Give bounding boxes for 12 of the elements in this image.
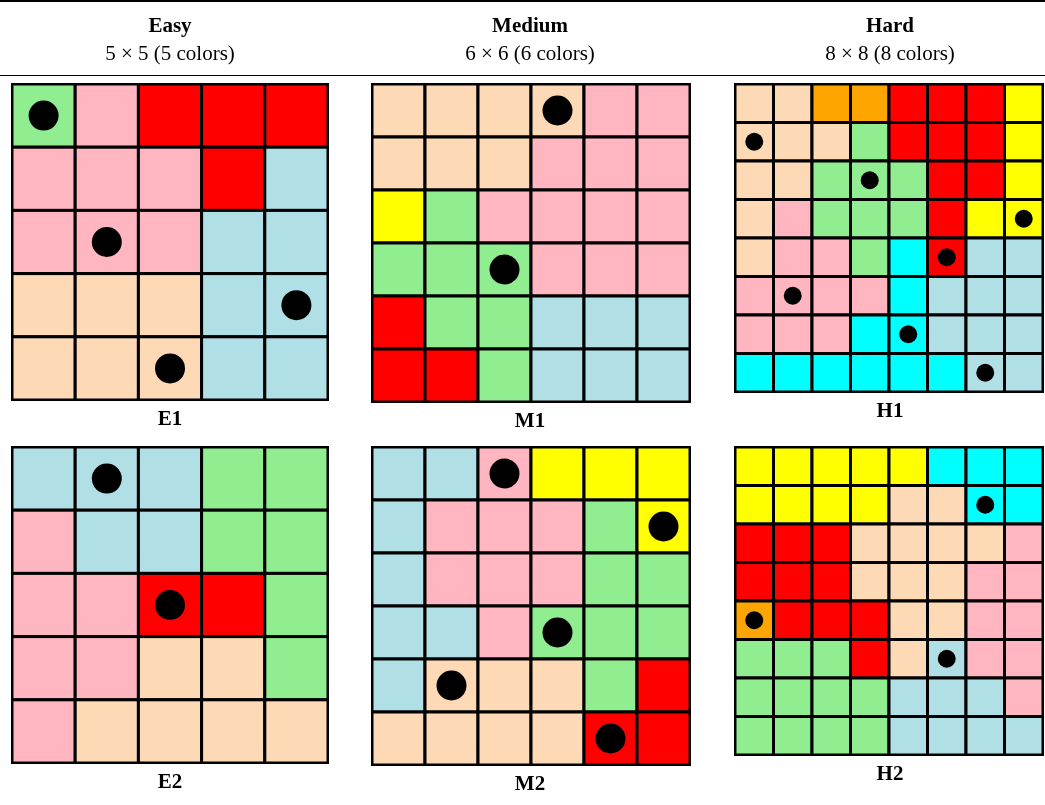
grid-size-label: 8 × 8 (8 colors) (824, 40, 956, 66)
grid-label: H2 (875, 761, 905, 786)
grid-label: M1 (513, 408, 547, 433)
grid-label: E2 (156, 769, 184, 794)
grid-size-label: 6 × 6 (6 colors) (464, 40, 596, 66)
column-heading: Medium (491, 12, 569, 38)
grid-size-label: 5 × 5 (5 colors) (104, 40, 236, 66)
grid-label: E1 (156, 406, 184, 431)
column-heading: Hard (865, 12, 915, 38)
grid-label: H1 (875, 398, 905, 423)
column-heading: Easy (147, 12, 193, 38)
grid-label: M2 (513, 771, 547, 796)
